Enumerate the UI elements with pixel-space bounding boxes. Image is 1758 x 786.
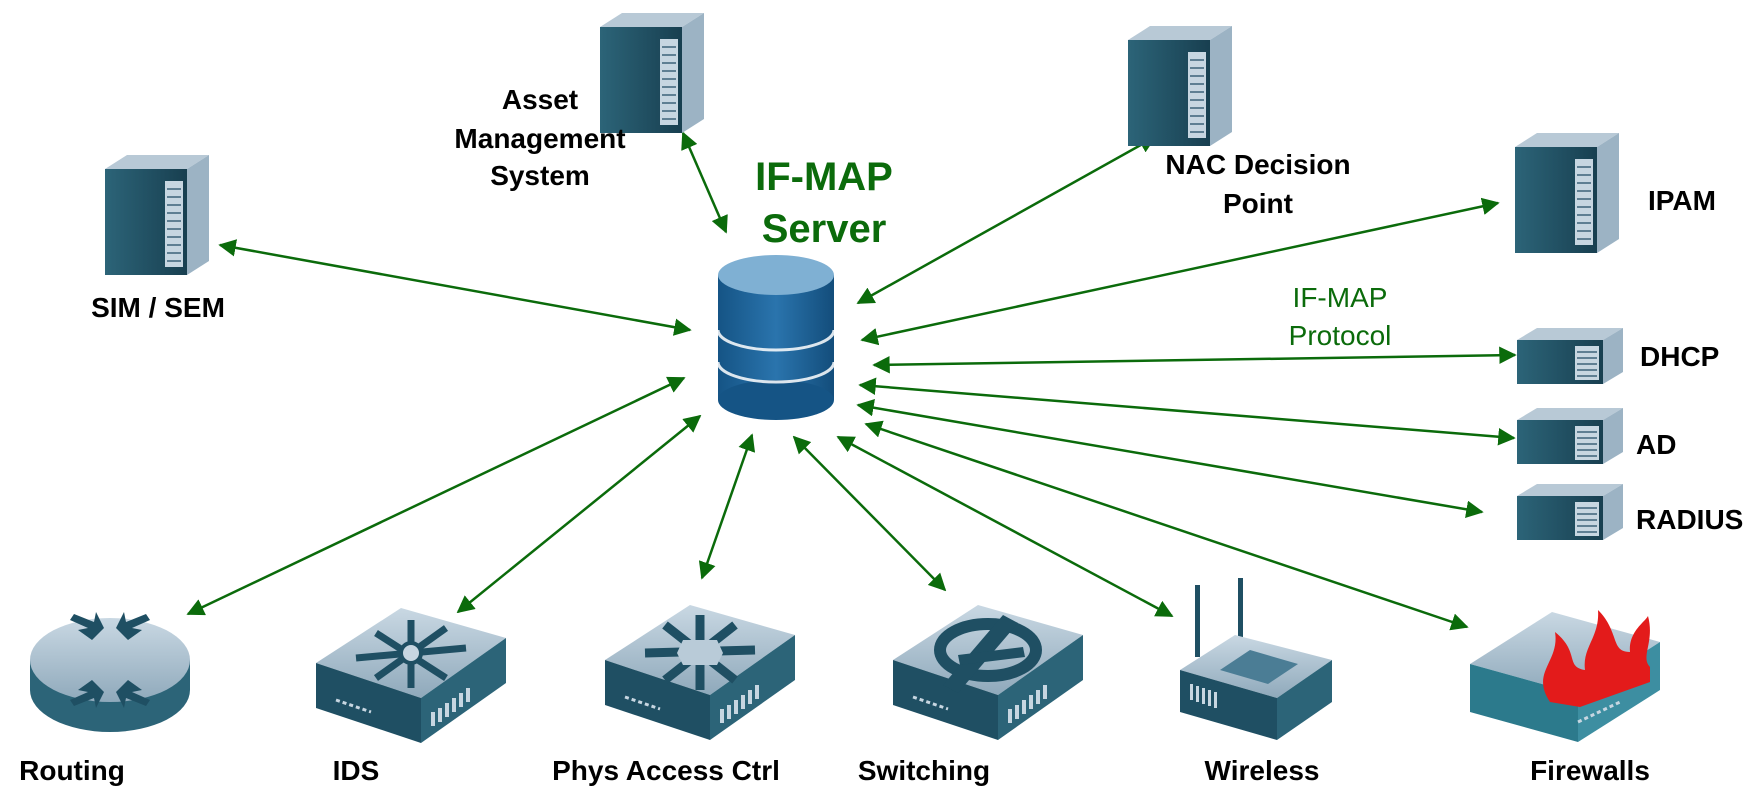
phys-access-ctrl-label: Phys Access Ctrl: [552, 755, 780, 786]
tower-server-icon: [1514, 132, 1620, 254]
rack-server-icon: [1516, 407, 1624, 465]
ad-node: AD: [1516, 407, 1676, 465]
ipam-node: IPAM: [1514, 132, 1716, 254]
arrow-firewalls: [864, 420, 1469, 631]
arrow-wireless: [836, 435, 1174, 618]
wireless-label: Wireless: [1205, 755, 1320, 786]
switching-node: Switching: [858, 603, 1085, 786]
arrow-ad: [858, 377, 1516, 446]
tower-server-icon: [104, 154, 210, 276]
dhcp-label: DHCP: [1640, 341, 1719, 372]
routing-label: Routing: [19, 755, 125, 786]
arrow-routing: [186, 376, 686, 616]
arrow-asset-management: [681, 131, 728, 234]
arrow-nac-decision-point: [856, 135, 1157, 305]
tower-server-icon: [1127, 25, 1233, 147]
router-icon: [30, 612, 190, 732]
dhcp-node: DHCP: [1516, 327, 1719, 385]
arrow-ipam: [860, 197, 1500, 346]
firewall-icon: [1470, 610, 1660, 742]
radius-node: RADIUS: [1516, 483, 1743, 541]
switching-label: Switching: [858, 755, 990, 786]
asset-management-label-line2: Management: [454, 123, 625, 154]
wireless-node: Wireless: [1180, 578, 1332, 786]
routing-node: Routing: [19, 612, 190, 786]
rack-server-icon: [1516, 327, 1624, 385]
ids-label: IDS: [333, 755, 380, 786]
firewalls-node: Firewalls: [1470, 610, 1660, 786]
hub-title-line1: IF-MAP: [755, 155, 893, 199]
asset-management-node: Asset Management System: [454, 12, 705, 191]
arrow-ids: [456, 414, 702, 614]
arrow-phys-access-ctrl: [698, 433, 756, 580]
sim-sem-node: SIM / SEM: [91, 154, 225, 323]
radius-label: RADIUS: [1636, 504, 1743, 535]
if-map-server-hub: IF-MAP Server: [716, 155, 893, 420]
asset-management-label-line3: System: [490, 160, 590, 191]
arrow-switching: [792, 435, 947, 592]
protocol-label-line2: Protocol: [1289, 320, 1392, 351]
arrow-dhcp: [872, 346, 1517, 374]
hub-title-line2: Server: [762, 207, 887, 251]
arrow-radius: [856, 399, 1484, 518]
firewalls-label: Firewalls: [1530, 755, 1650, 786]
wireless-access-point-icon: [1180, 578, 1332, 740]
database-cylinder-icon: [716, 255, 836, 420]
nac-decision-point-label-line2: Point: [1223, 188, 1293, 219]
arrow-sim-sem: [218, 239, 692, 336]
protocol-arrows: [186, 131, 1517, 631]
asset-management-label-line1: Asset: [502, 84, 578, 115]
nac-decision-point-label-line1: NAC Decision: [1165, 149, 1350, 180]
protocol-label-line1: IF-MAP: [1293, 282, 1388, 313]
nac-decision-point-node: NAC Decision Point: [1127, 25, 1351, 219]
ipam-label: IPAM: [1648, 185, 1716, 216]
ids-node: IDS: [314, 606, 508, 786]
rack-server-icon: [1516, 483, 1624, 541]
tower-server-icon: [599, 12, 705, 134]
phys-access-ctrl-node: Phys Access Ctrl: [552, 603, 797, 786]
ad-label: AD: [1636, 429, 1676, 460]
sim-sem-label: SIM / SEM: [91, 292, 225, 323]
